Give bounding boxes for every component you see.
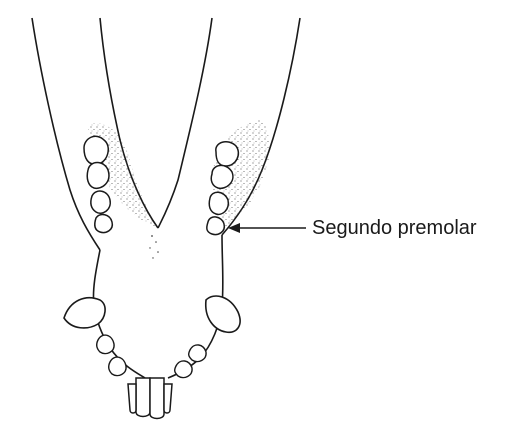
lower-front-teeth xyxy=(97,335,206,378)
segundo-premolar-tooth xyxy=(209,192,228,214)
incisors xyxy=(128,378,172,419)
right-canine xyxy=(206,296,240,332)
center-stipple xyxy=(149,235,159,259)
left-canine xyxy=(64,298,105,328)
right-mandible-inner-edge xyxy=(158,18,212,228)
segundo-premolar-label: Segundo premolar xyxy=(312,216,477,240)
